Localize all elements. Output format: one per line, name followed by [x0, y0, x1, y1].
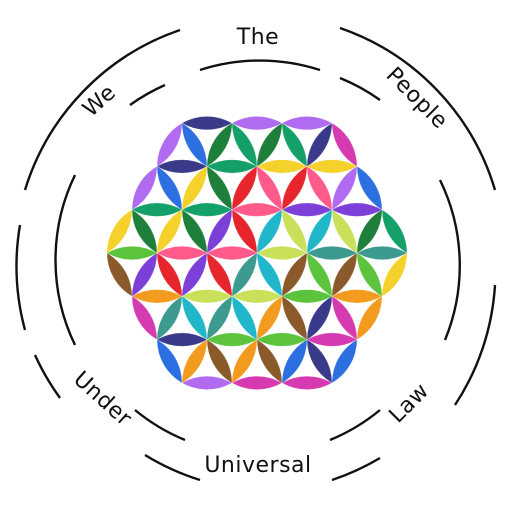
word-we: We: [78, 80, 121, 122]
word-under: Under: [68, 367, 136, 432]
petal: [206, 159, 258, 174]
petal: [206, 122, 233, 167]
petal: [331, 252, 358, 297]
petal: [256, 339, 283, 384]
inner-ring-arc: [438, 179, 461, 341]
petal: [381, 252, 408, 297]
petal: [156, 246, 208, 260]
petal: [331, 202, 383, 217]
petal: [231, 116, 283, 131]
petal: [206, 332, 258, 347]
petal: [131, 202, 183, 217]
petal: [156, 122, 183, 167]
petal: [181, 289, 233, 304]
petal: [256, 122, 283, 167]
petal: [356, 295, 383, 341]
petal: [281, 202, 333, 217]
petal: [281, 339, 308, 384]
petal: [331, 339, 358, 384]
petal: [256, 246, 308, 260]
petal: [181, 252, 208, 297]
petal: [181, 339, 208, 384]
petal: [256, 159, 308, 174]
petal: [306, 209, 333, 254]
petal: [206, 339, 233, 384]
petal: [181, 202, 233, 217]
petal: [306, 122, 333, 167]
outer-ring-arc: [33, 354, 61, 399]
petal: [331, 289, 383, 304]
outer-ring-arc: [144, 453, 201, 482]
petal: [306, 332, 358, 347]
petal: [281, 375, 333, 390]
outer-ring-arc: [15, 224, 27, 331]
petal: [281, 165, 308, 211]
petal: [331, 165, 358, 211]
outer-ring-arc: [331, 456, 381, 482]
petal: [256, 295, 283, 341]
outer-ring-arc: [23, 28, 181, 191]
inner-ring-arc: [54, 174, 77, 346]
petal: [306, 295, 333, 341]
petal: [206, 295, 233, 341]
outer-ring: [15, 26, 497, 482]
petal: [256, 332, 308, 347]
petal: [356, 209, 383, 254]
petal: [331, 122, 358, 167]
petal: [156, 159, 208, 174]
outer-ring-arc: [453, 284, 497, 406]
word-law: Law: [385, 379, 435, 429]
petal: [156, 209, 183, 254]
petal: [181, 165, 208, 211]
word-universal: Universal: [204, 453, 311, 478]
petal: [181, 116, 233, 131]
petal: [256, 209, 283, 254]
petal: [306, 339, 333, 384]
petal: [206, 246, 258, 260]
petal: [231, 289, 283, 304]
petal: [231, 202, 283, 217]
petal: [356, 246, 408, 260]
petal: [106, 209, 133, 254]
petal: [281, 289, 333, 304]
inner-ring-arc: [134, 409, 186, 442]
inner-ring-arc: [329, 409, 381, 442]
petal: [131, 289, 183, 304]
petal: [106, 246, 158, 260]
petal: [306, 246, 358, 260]
petal: [231, 375, 283, 390]
inner-ring-arc: [339, 76, 381, 101]
flower-of-life-motif: [106, 116, 408, 390]
petal: [156, 295, 183, 341]
petal: [281, 116, 333, 131]
inner-ring-arc: [129, 83, 166, 106]
petal: [131, 252, 158, 297]
petal: [181, 375, 233, 390]
petal: [156, 332, 208, 347]
petal: [231, 165, 258, 211]
petal: [206, 209, 233, 254]
petal: [231, 252, 258, 297]
petal: [156, 339, 183, 384]
petal: [231, 339, 258, 384]
word-people: People: [381, 63, 452, 134]
word-the: The: [236, 25, 279, 50]
outer-ring-arc: [339, 26, 497, 191]
petal: [131, 165, 158, 211]
petal: [281, 252, 308, 297]
inner-ring: [54, 59, 461, 442]
inner-ring-arc: [199, 59, 321, 72]
petal: [306, 159, 358, 174]
